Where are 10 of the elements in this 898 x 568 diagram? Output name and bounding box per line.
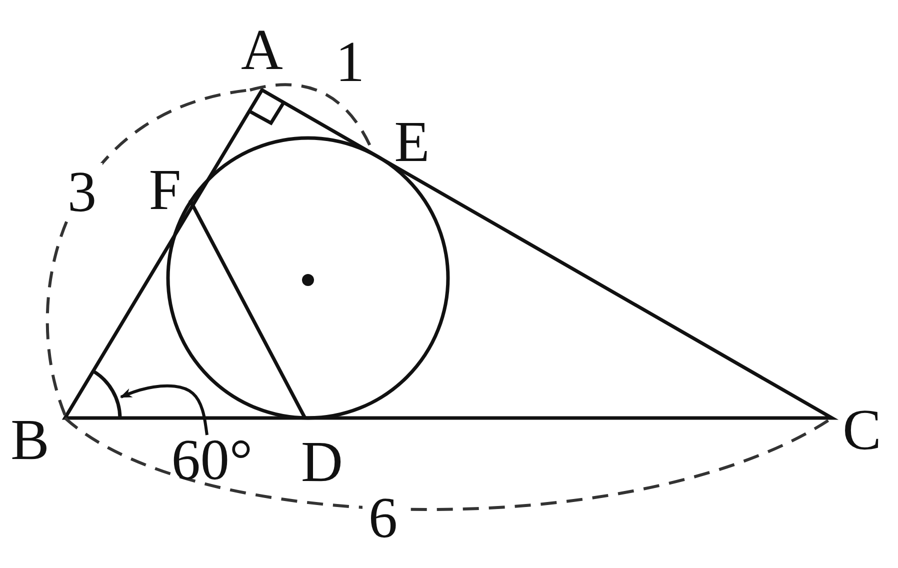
point-label: C xyxy=(842,401,882,459)
point-label: F xyxy=(148,161,182,219)
angle-label: 60° xyxy=(171,431,253,489)
angle-arc xyxy=(92,370,122,418)
point-label: D xyxy=(301,433,343,491)
length-label: 1 xyxy=(336,33,364,91)
curved-arrow xyxy=(120,384,208,436)
point-label: A xyxy=(241,21,283,79)
point-label: B xyxy=(10,411,50,469)
point-label: E xyxy=(394,113,430,171)
